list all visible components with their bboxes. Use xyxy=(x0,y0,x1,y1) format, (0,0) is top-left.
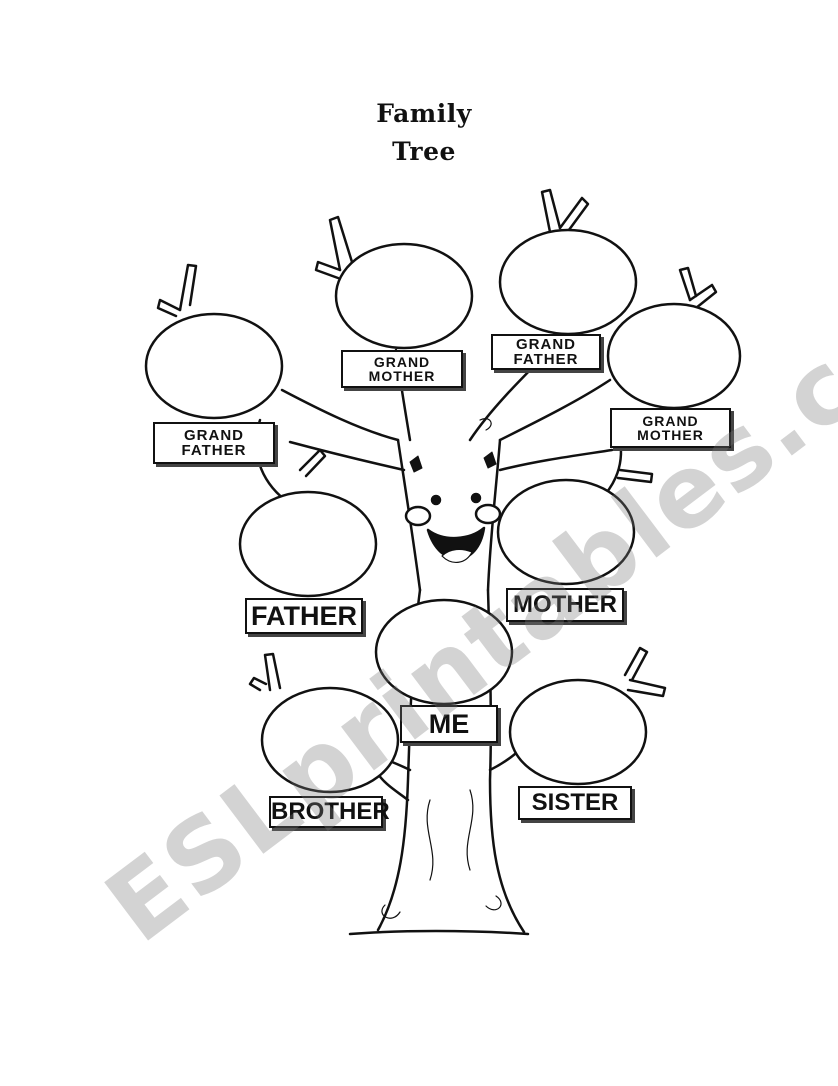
branch-left-upper xyxy=(280,388,400,442)
twig-right xyxy=(688,283,718,310)
oval-grandfather-top xyxy=(498,228,638,336)
label-grandmother-right-line2: MOTHER xyxy=(637,427,704,443)
face-eye-right xyxy=(470,492,482,504)
twig-topright xyxy=(540,188,562,234)
twig-lower-left xyxy=(248,676,268,692)
oval-brother xyxy=(260,686,400,794)
label-grandfather-top-line1: GRAND xyxy=(516,336,576,353)
oval-mother xyxy=(496,478,636,586)
label-grandfather-left-line2: FATHER xyxy=(181,442,247,459)
label-grandmother-top: GRAND MOTHER xyxy=(341,350,463,388)
label-brother: BROTHER xyxy=(269,796,390,828)
bark-swirl-2 xyxy=(466,789,474,871)
label-grandmother-top-line2: MOTHER xyxy=(368,368,436,384)
ground-line xyxy=(348,929,530,936)
title-line-1: Family xyxy=(376,99,472,128)
oval-grandmother-top xyxy=(334,242,474,350)
label-grandmother-top-line1: GRAND xyxy=(373,354,431,370)
twig-lower-left-2 xyxy=(263,652,282,692)
label-mother: MOTHER xyxy=(506,588,624,622)
oval-grandfather-left xyxy=(144,312,284,420)
oval-sister xyxy=(508,678,648,786)
bark-swirl-3 xyxy=(381,904,401,919)
label-sister: SISTER xyxy=(518,786,632,820)
label-grandfather-left-line1: GRAND xyxy=(184,427,244,444)
twig-topright-2 xyxy=(558,196,590,236)
twig-topleft-2 xyxy=(314,260,342,280)
branch-right-lower xyxy=(498,448,614,472)
twig-topleft xyxy=(328,215,354,272)
face-eye-left xyxy=(430,494,442,506)
oval-father xyxy=(238,490,378,598)
label-grandfather-top-line2: FATHER xyxy=(513,351,579,368)
label-me: ME xyxy=(400,705,498,743)
branch-left-lower xyxy=(288,440,406,472)
bark-swirl-1 xyxy=(426,799,434,881)
face-eyebrow-right xyxy=(483,451,497,469)
bark-swirl-4 xyxy=(485,895,502,911)
trunk-body-left xyxy=(396,438,422,592)
oval-grandmother-right xyxy=(606,302,742,410)
twig-mother xyxy=(616,468,654,484)
face-eyebrow-left xyxy=(409,455,423,473)
label-grandmother-right-line1: GRAND xyxy=(642,413,699,429)
twig-right-2 xyxy=(678,266,698,302)
twig-left-top xyxy=(178,263,198,312)
twig-left-top-2 xyxy=(156,298,182,318)
twig-lower-right-2 xyxy=(623,646,649,682)
twig-father xyxy=(298,448,327,478)
face-cheek-left xyxy=(404,505,432,527)
title-line-2: Tree xyxy=(392,137,456,166)
label-grandfather-left: GRAND FATHER xyxy=(153,422,275,464)
face-tongue xyxy=(441,548,473,563)
oval-me xyxy=(374,598,514,706)
label-father: FATHER xyxy=(245,598,363,634)
branch-right-upper xyxy=(498,378,612,442)
bark-swirl-5 xyxy=(479,418,492,431)
label-grandfather-top: GRAND FATHER xyxy=(491,334,601,370)
face-cheek-right xyxy=(474,503,502,525)
twig-lower-right xyxy=(626,678,667,698)
label-grandmother-right: GRAND MOTHER xyxy=(610,408,731,448)
